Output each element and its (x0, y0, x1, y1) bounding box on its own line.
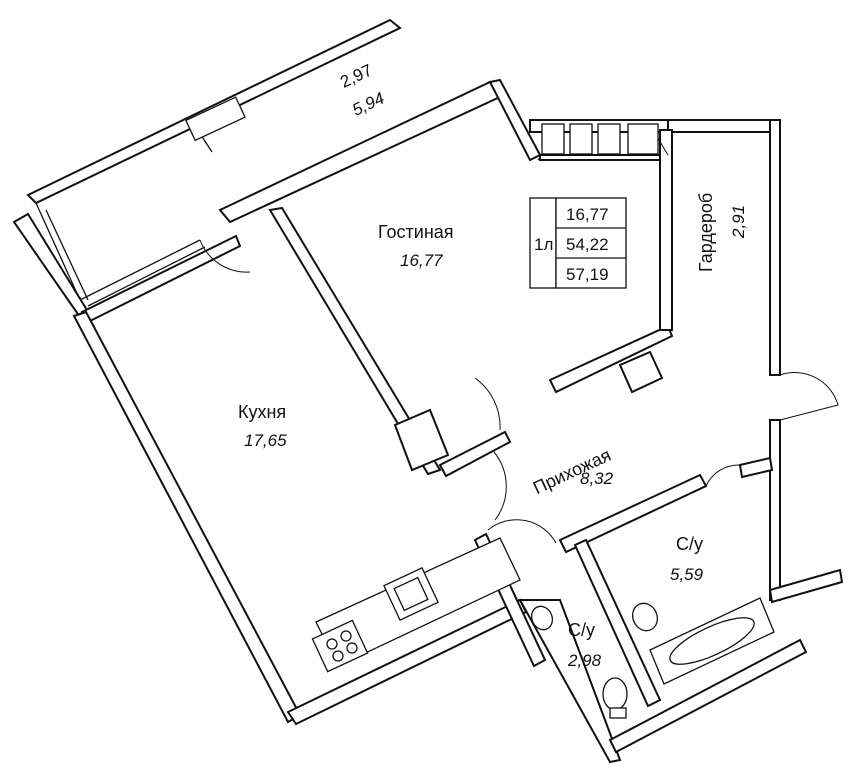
toilet-icon (602, 677, 628, 719)
wardrobe-shelves (541, 123, 659, 155)
wardrobe-label: Гардероб (696, 193, 716, 272)
summary-table (529, 197, 627, 289)
balcony (26, 18, 402, 307)
sink-icon-small (530, 605, 554, 631)
bathtub-icon (649, 597, 775, 685)
hall-area: 8,32 (580, 469, 614, 488)
summary-living-area: 16,77 (566, 205, 609, 224)
stove-icon (311, 619, 369, 673)
kitchen-label: Кухня (238, 402, 286, 422)
bathroom-small-label: С/у (568, 620, 595, 640)
kitchen-area: 17,65 (244, 431, 287, 450)
bathroom-large-area: 5,59 (670, 565, 704, 584)
summary-rooms-count: 1л (534, 235, 553, 254)
sink-icon (631, 602, 659, 632)
bathroom-small-area: 2,98 (567, 651, 602, 670)
balcony-value-1: 2,97 (337, 60, 375, 91)
summary-total-living: 54,22 (566, 235, 609, 254)
wardrobe-area: 2,91 (729, 205, 748, 239)
living-room-label: Гостиная (378, 222, 454, 242)
living-room-area: 16,77 (400, 251, 443, 270)
balcony-value-2: 5,94 (349, 88, 387, 119)
summary-total-area: 57,19 (566, 265, 609, 284)
bathroom-fixtures (530, 597, 775, 719)
kitchen-fixtures (311, 537, 521, 673)
bathroom-large-label: С/у (676, 534, 703, 554)
